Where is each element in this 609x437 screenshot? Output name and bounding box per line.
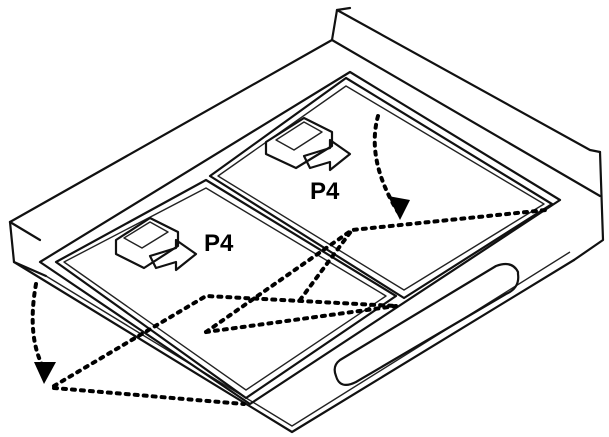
dotted-line-left-bottom	[52, 386, 246, 406]
hood-bottom-panel	[38, 70, 562, 406]
hood-back-edge	[8, 6, 352, 224]
latch-left-housing	[114, 216, 180, 270]
filter-right	[208, 76, 554, 300]
label-p4-left: P4	[204, 230, 234, 257]
hood-body	[8, 6, 605, 434]
light-slot-outline	[333, 262, 520, 387]
dotted-arc-left	[30, 282, 48, 374]
dotted-line-right-swing	[204, 208, 548, 334]
filter-right-panel	[208, 76, 554, 300]
hood-right-cap	[572, 150, 605, 262]
latch-left	[114, 216, 198, 272]
dotted-line-left-swing	[52, 293, 398, 388]
latch-right	[264, 116, 352, 172]
dotted-line-right-inner	[298, 228, 354, 302]
hood-left-cap-top	[8, 220, 42, 242]
arrowhead-right-down	[388, 196, 410, 220]
hood-front-lip-inner	[45, 251, 571, 427]
light-slot	[333, 262, 520, 387]
hood-top-right-edge	[335, 8, 602, 154]
latch-right-housing	[264, 116, 334, 170]
filter-right-inner-frame	[217, 85, 545, 291]
hood-left-cap	[8, 220, 48, 278]
filter-left-inner-frame	[63, 187, 387, 391]
arrow-right-pull	[302, 138, 352, 172]
latch-left-button	[123, 221, 169, 249]
label-p4-right: P4	[310, 178, 340, 205]
filter-left	[54, 178, 398, 400]
filter-left-panel	[54, 178, 398, 400]
hood-front-lip	[12, 258, 576, 434]
dotted-motion-paths	[30, 114, 548, 406]
arrow-left-pull	[148, 238, 198, 272]
latch-right-button	[275, 121, 323, 151]
dotted-line-left-mid	[204, 304, 398, 334]
hood-inner-back-edge	[330, 38, 602, 198]
arrowhead-left-down	[34, 362, 56, 384]
